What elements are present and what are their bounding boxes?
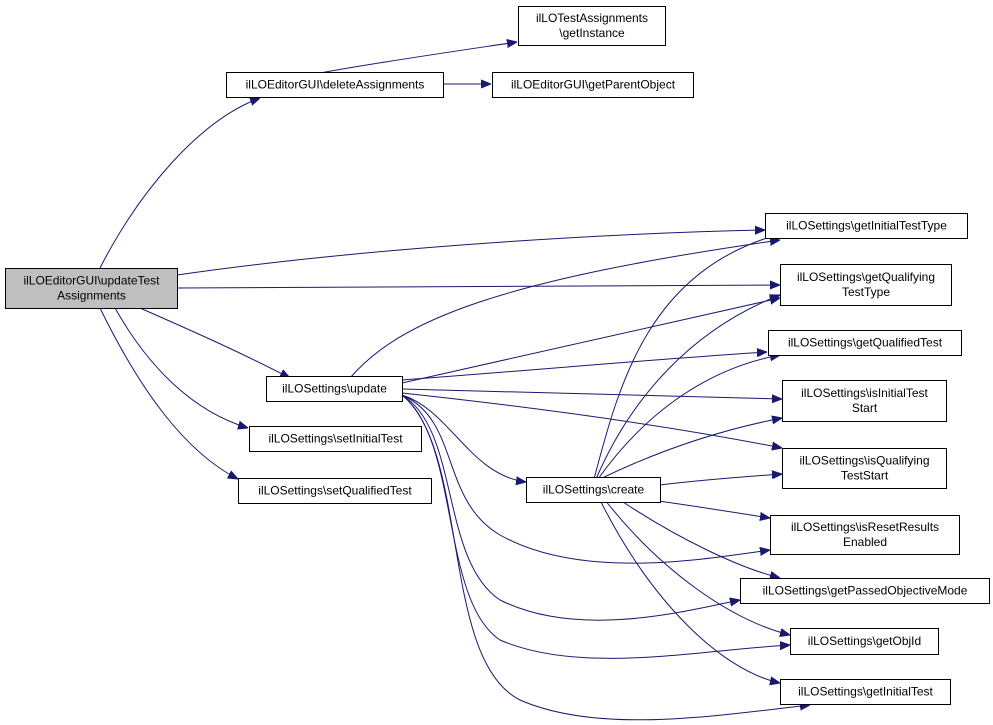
node-label: Start [852,401,878,415]
node-label: ilLOEditorGUI\deleteAssignments [246,78,425,92]
edge-update-to-getQualifiedTest [401,352,767,381]
edge-create-to-getPassedObjectiveMode [619,499,780,578]
node-update[interactable]: ilLOSettings\update [266,376,403,402]
edge-update-to-getObjId [401,394,790,659]
node-label: ilLOSettings\isResetResults [791,520,939,534]
edge-update-to-isQualifyingTestStart [401,392,782,448]
node-label: ilLOSettings\getObjId [808,634,921,648]
node-box [768,330,962,356]
node-box [782,448,947,489]
node-setInitialTest[interactable]: ilLOSettings\setInitialTest [249,426,422,452]
edge-create-to-getQualifiedTest [597,355,780,480]
edge-update-to-getInitialTestType [349,240,780,379]
node-box [782,380,947,422]
node-label: ilLOSettings\getPassedObjectiveMode [763,584,968,598]
node-label: ilLOSettings\update [282,382,387,396]
node-box [249,426,422,452]
edge-create-to-getInitialTest [599,499,780,683]
node-label: ilLOSettings\setQualifiedTest [258,484,412,498]
node-getObjId[interactable]: ilLOSettings\getObjId [790,628,939,655]
edge-root-to-update [139,307,290,378]
node-label: ilLOSettings\setInitialTest [268,432,403,446]
node-label: ilLOSettings\getInitialTest [798,685,933,699]
node-label: Enabled [843,535,887,549]
node-label: TestStart [841,469,889,483]
node-box [526,477,661,503]
edge-create-to-isQualifyingTestStart [659,474,782,486]
node-box [5,268,178,309]
edge-update-to-getQualifyingTestType [401,298,780,384]
node-label: ilLOSettings\create [543,483,645,497]
node-box [765,213,968,239]
edge-root-to-getQualifyingTestType [176,285,780,288]
node-label: ilLOSettings\getQualifying [797,270,935,284]
node-box [780,264,952,306]
node-label: ilLOSettings\getQualifiedTest [788,336,943,350]
node-label: \getInstance [559,26,625,40]
edge-update-to-isInitialTestStart [401,388,782,399]
node-box [226,72,444,98]
edge-root-to-getInitialTestType [176,230,765,276]
node-box [740,578,990,604]
node-box [238,478,432,504]
edge-deleteAssignments-to-getInstance [319,42,517,74]
node-box [770,515,960,555]
node-create[interactable]: ilLOSettings\create [526,477,661,503]
node-deleteAssignments[interactable]: ilLOEditorGUI\deleteAssignments [226,72,444,98]
node-box [518,6,666,46]
node-label: ilLOEditorGUI\getParentObject [511,78,676,92]
node-label: TestType [842,285,890,299]
edge-update-to-create [401,394,526,482]
edge-root-to-setInitialTest [114,307,248,428]
node-label: Assignments [57,289,126,303]
edge-update-to-isResetResultsEnabled [401,394,770,564]
node-getParentObject[interactable]: ilLOEditorGUI\getParentObject [492,72,694,98]
node-box [492,72,694,98]
node-getInitialTest[interactable]: ilLOSettings\getInitialTest [780,679,951,705]
edge-create-to-isInitialTestStart [599,418,782,480]
node-box [266,376,403,402]
node-box [790,628,939,655]
edge-create-to-getInitialTestType [593,234,780,480]
edges-layer [99,42,810,721]
edge-create-to-isResetResultsEnabled [649,499,770,518]
node-setQualifiedTest[interactable]: ilLOSettings\setQualifiedTest [238,478,432,504]
node-label: ilLOSettings\isInitialTest [801,386,928,400]
node-label: ilLOEditorGUI\updateTest [23,274,160,288]
edge-root-to-setQualifiedTest [99,307,238,479]
node-label: ilLOSettings\getInitialTestType [786,219,947,233]
edge-update-to-getInitialTest [401,394,810,721]
edge-root-to-deleteAssignments [99,98,260,269]
node-getInstance[interactable]: ilLOTestAssignments\getInstance [518,6,666,46]
node-getPassedObjectiveMode[interactable]: ilLOSettings\getPassedObjectiveMode [740,578,990,604]
edge-create-to-getObjId [604,499,790,635]
node-label: ilLOTestAssignments [536,11,648,25]
edge-update-to-getPassedObjectiveMode [401,394,740,621]
node-box [780,679,951,705]
edge-create-to-getQualifyingTestType [595,295,780,480]
node-getInitialTestType[interactable]: ilLOSettings\getInitialTestType [765,213,968,239]
node-getQualifiedTest[interactable]: ilLOSettings\getQualifiedTest [768,330,962,356]
node-label: ilLOSettings\isQualifying [799,454,929,468]
